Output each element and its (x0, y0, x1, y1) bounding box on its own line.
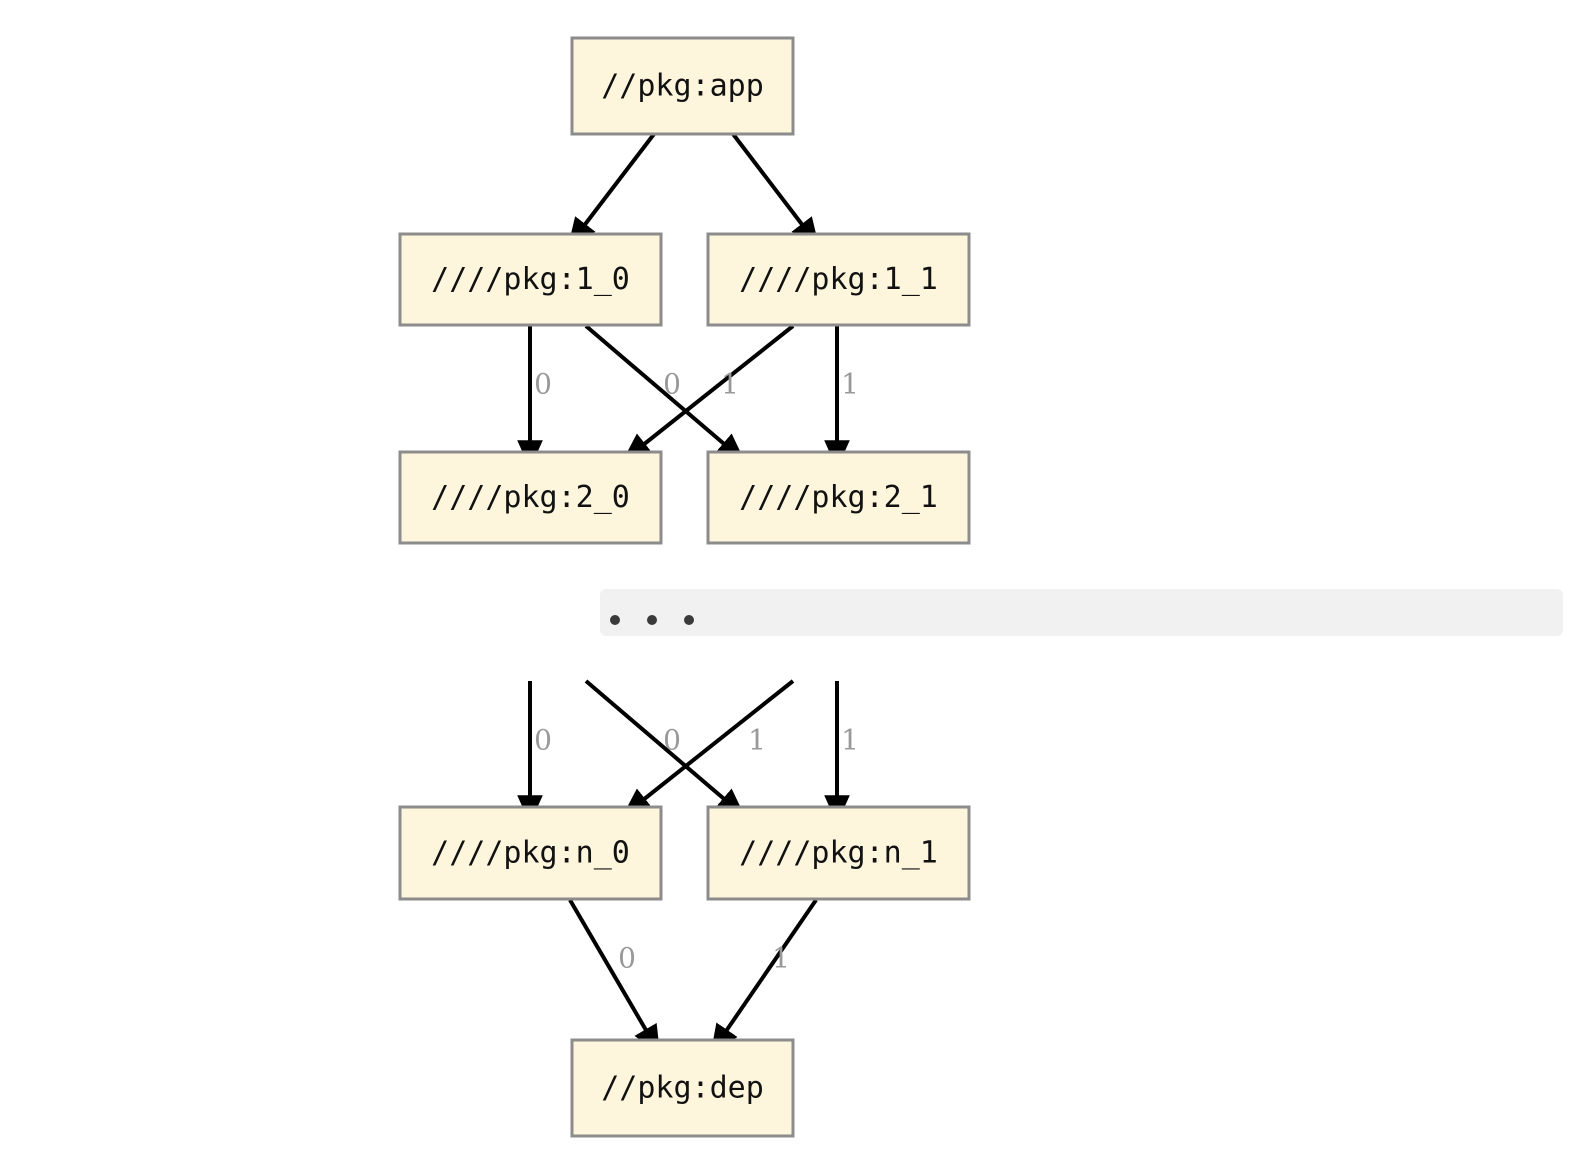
node-label: ////pkg:n_0 (431, 836, 630, 871)
edge-line (584, 324, 746, 462)
ellipsis-dot (647, 615, 657, 625)
graph-edge (731, 132, 820, 247)
ellipsis-band (600, 589, 1563, 636)
edge-label: 0 (618, 942, 636, 975)
graph-edge: 0 (568, 898, 661, 1055)
graph-node-app[interactable]: //pkg:app (570, 36, 795, 136)
ellipsis-dot (610, 615, 620, 625)
node-label: //pkg:dep (601, 1071, 764, 1106)
node-box[interactable] (570, 36, 795, 136)
edge-line (731, 132, 820, 247)
edge-line (568, 898, 661, 1055)
edge-label: 1 (841, 368, 859, 401)
graph-edge: 1 (824, 326, 859, 469)
node-label: ////pkg:2_0 (431, 480, 630, 515)
nodes-layer: //pkg:app ////pkg:1_0 ////pkg:1_1 ////pkg:2… (398, 36, 971, 1138)
graph-node-dep[interactable]: //pkg:dep (570, 1038, 795, 1138)
graph-node-n2_0[interactable]: ////pkg:2_0 (398, 450, 663, 545)
graph-edge: 0 (517, 681, 552, 824)
node-box[interactable] (706, 450, 971, 545)
graph-node-n1_0[interactable]: ////pkg:1_0 (398, 232, 663, 327)
node-label: ////pkg:1_1 (739, 262, 938, 297)
edge-label: 1 (748, 724, 766, 757)
node-label: //pkg:app (601, 69, 764, 104)
graph-edge: 0 (584, 679, 746, 817)
edge-line (710, 898, 818, 1054)
node-box[interactable] (398, 450, 663, 545)
edge-label: 1 (721, 368, 739, 401)
edge-line (622, 679, 795, 817)
node-label: ////pkg:2_1 (739, 480, 938, 515)
graph-edge: 0 (584, 324, 746, 462)
edge-line (584, 679, 746, 817)
node-box[interactable] (706, 232, 971, 327)
edge-label: 1 (772, 942, 790, 975)
graph-edge: 1 (622, 324, 795, 462)
edge-label: 1 (841, 724, 859, 757)
graph-edge: 1 (824, 681, 859, 824)
node-box[interactable] (398, 805, 663, 901)
graph-edge: 0 (517, 326, 552, 469)
graph-node-n2_1[interactable]: ////pkg:2_1 (706, 450, 971, 545)
edge-label: 0 (663, 724, 681, 757)
node-box[interactable] (398, 232, 663, 327)
edge-label: 0 (663, 368, 681, 401)
edge-label: 0 (534, 724, 552, 757)
graph-edge: 1 (622, 679, 795, 817)
edge-label: 0 (534, 368, 552, 401)
node-box[interactable] (706, 805, 971, 901)
node-box[interactable] (570, 1038, 795, 1138)
graph-node-n1_1[interactable]: ////pkg:1_1 (706, 232, 971, 327)
graph-node-nn_1[interactable]: ////pkg:n_1 (706, 805, 971, 901)
ellipsis-dot (684, 615, 694, 625)
node-label: ////pkg:1_0 (431, 262, 630, 297)
graph-edge: 1 (710, 898, 818, 1054)
edge-line (567, 132, 656, 247)
ellipsis-group (600, 589, 1563, 636)
graph-edge (567, 132, 656, 247)
graph-node-nn_0[interactable]: ////pkg:n_0 (398, 805, 663, 901)
edges-layer: 0 0 1 1 0 0 1 1 0 1 (517, 132, 859, 1055)
edge-line (622, 324, 795, 462)
node-label: ////pkg:n_1 (739, 836, 938, 871)
